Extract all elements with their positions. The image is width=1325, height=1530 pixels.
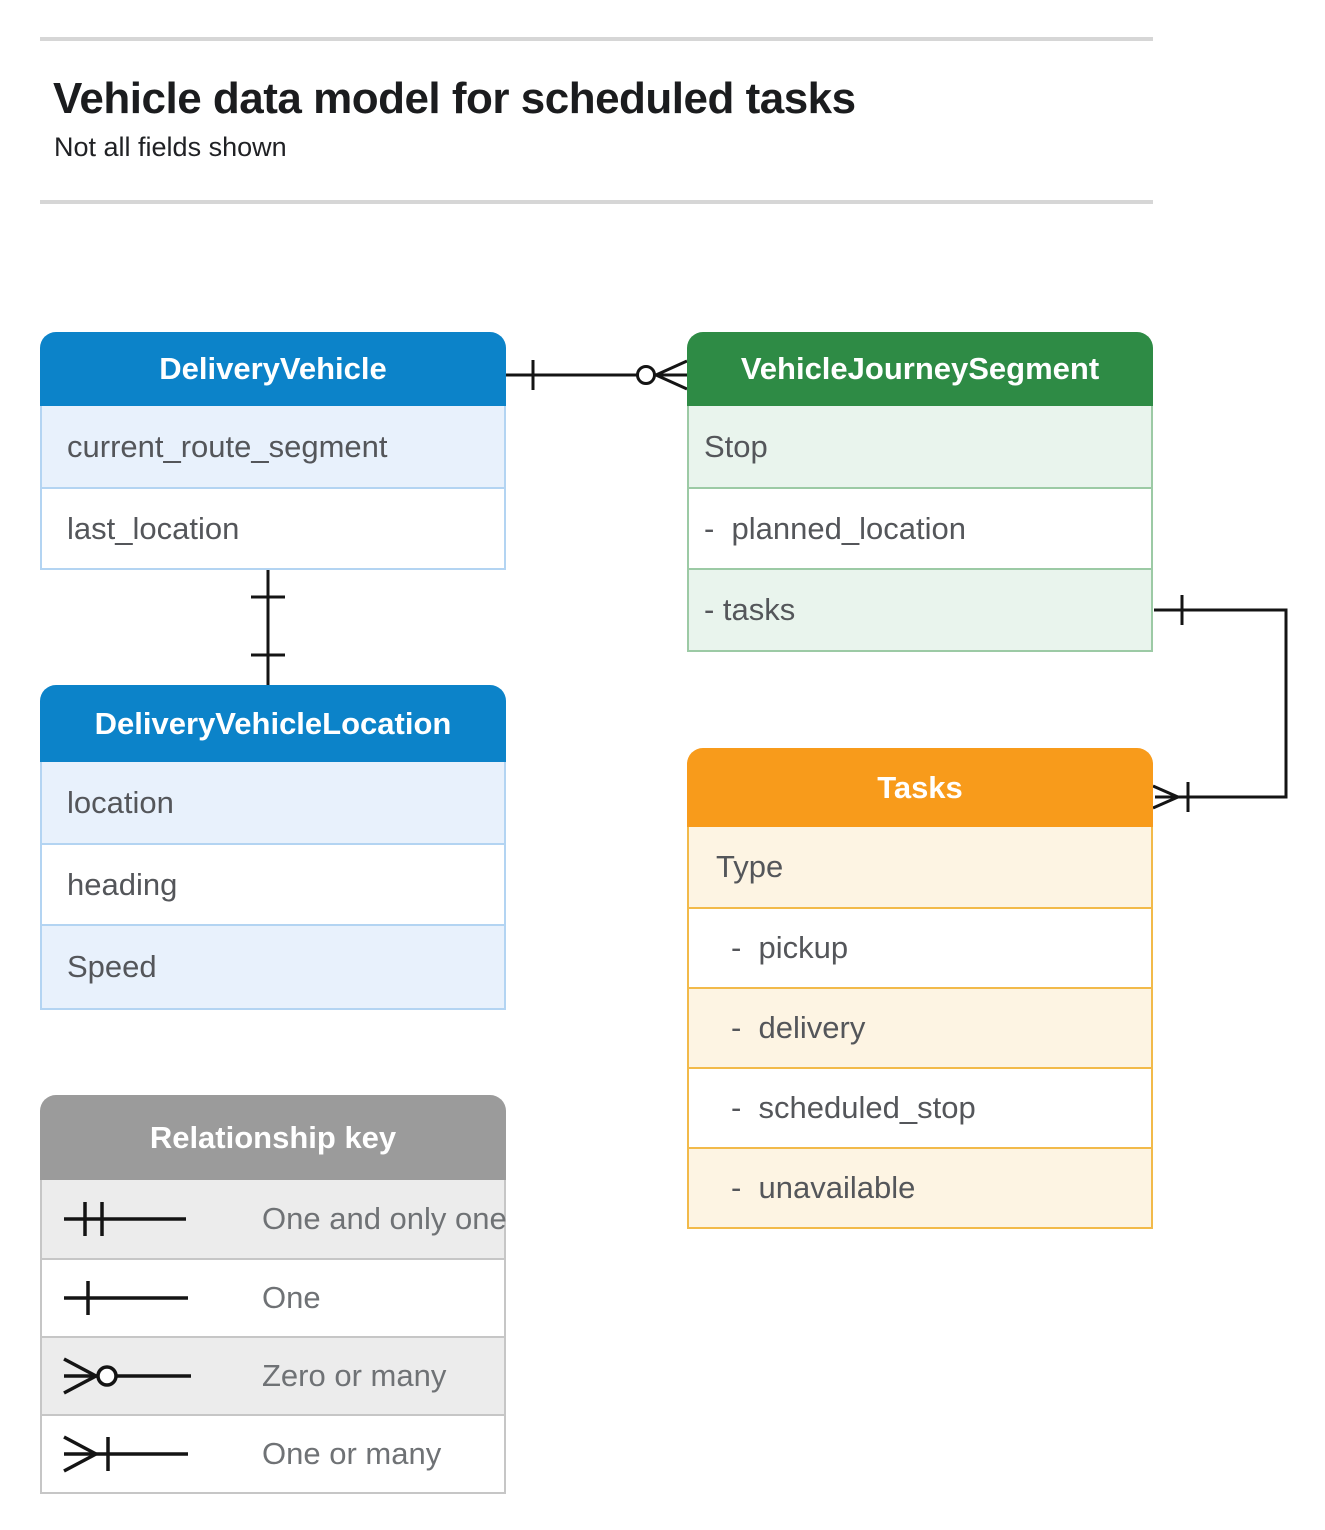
field-row: last_location bbox=[42, 487, 504, 568]
field-row: Stop bbox=[689, 406, 1151, 487]
legend-item: One or many bbox=[42, 1414, 504, 1492]
entity-fields: current_route_segment last_location bbox=[40, 406, 506, 570]
one-and-only-one-icon bbox=[64, 1202, 186, 1236]
legend-item: Zero or many bbox=[42, 1336, 504, 1414]
legend-label: One bbox=[262, 1280, 321, 1315]
subtitle-divider bbox=[40, 200, 1153, 204]
field-label: - tasks bbox=[704, 592, 796, 627]
relationship-key: Relationship key One and only one One bbox=[40, 1095, 507, 1494]
one-icon bbox=[64, 1281, 188, 1315]
field-row: location bbox=[42, 762, 504, 843]
entity-vehicle-journey-segment: VehicleJourneySegment Stop - planned_loc… bbox=[687, 332, 1153, 652]
entity-fields: location heading Speed bbox=[40, 762, 506, 1010]
field-label: heading bbox=[67, 866, 178, 902]
relationship-key-title: Relationship key bbox=[40, 1095, 506, 1180]
field-label: Speed bbox=[67, 949, 157, 984]
field-label: - unavailable bbox=[731, 1170, 916, 1205]
entity-title: Tasks bbox=[687, 748, 1153, 827]
legend-item: One and only one bbox=[42, 1180, 507, 1258]
legend-item: One bbox=[42, 1258, 504, 1336]
page-subtitle: Not all fields shown bbox=[54, 132, 287, 162]
field-row: - delivery bbox=[689, 987, 1151, 1067]
entity-delivery-vehicle: DeliveryVehicle current_route_segment la… bbox=[40, 332, 506, 570]
one-or-many-icon bbox=[63, 1435, 188, 1473]
field-label: - pickup bbox=[731, 930, 849, 965]
field-row: - planned_location bbox=[689, 487, 1151, 568]
top-divider bbox=[40, 37, 1153, 41]
relationship-key-items: One and only one One Zero or many bbox=[40, 1180, 507, 1494]
field-label: Type bbox=[716, 849, 784, 884]
legend-label: One or many bbox=[262, 1436, 442, 1471]
zero-or-many-icon bbox=[63, 1357, 191, 1395]
entity-fields: Type - pickup - delivery - scheduled_sto… bbox=[687, 827, 1153, 1229]
entity-title: VehicleJourneySegment bbox=[687, 332, 1153, 406]
connector-deliveryvehicle-vehiclejourneysegment bbox=[506, 359, 688, 391]
entity-title: DeliveryVehicle bbox=[40, 332, 506, 406]
entity-fields: Stop - planned_location - tasks bbox=[687, 406, 1153, 652]
field-label: - scheduled_stop bbox=[731, 1090, 976, 1125]
field-label: last_location bbox=[67, 510, 240, 546]
field-row: heading bbox=[42, 843, 504, 924]
entity-delivery-vehicle-location: DeliveryVehicleLocation location heading… bbox=[40, 685, 506, 1010]
field-label: current_route_segment bbox=[67, 428, 388, 464]
field-label: Stop bbox=[704, 428, 768, 464]
field-row: Type bbox=[689, 827, 1151, 907]
field-row: - scheduled_stop bbox=[689, 1067, 1151, 1147]
connector-deliveryvehicle-deliveryvehiclelocation bbox=[251, 568, 285, 685]
page-title: Vehicle data model for scheduled tasks bbox=[53, 74, 856, 123]
field-row: - tasks bbox=[689, 568, 1151, 650]
field-row: - pickup bbox=[689, 907, 1151, 987]
legend-label: Zero or many bbox=[262, 1358, 447, 1393]
field-row: - unavailable bbox=[689, 1147, 1151, 1227]
field-label: - planned_location bbox=[704, 510, 966, 546]
entity-title: DeliveryVehicleLocation bbox=[40, 685, 506, 762]
field-label: - delivery bbox=[731, 1010, 866, 1045]
connector-vehiclejourneysegment-tasks bbox=[1152, 595, 1288, 812]
legend-label: One and only one bbox=[262, 1201, 507, 1236]
field-label: location bbox=[67, 784, 174, 820]
field-row: Speed bbox=[42, 924, 504, 1008]
field-row: current_route_segment bbox=[42, 406, 504, 487]
entity-tasks: Tasks Type - pickup - delivery - schedul… bbox=[687, 748, 1153, 1229]
